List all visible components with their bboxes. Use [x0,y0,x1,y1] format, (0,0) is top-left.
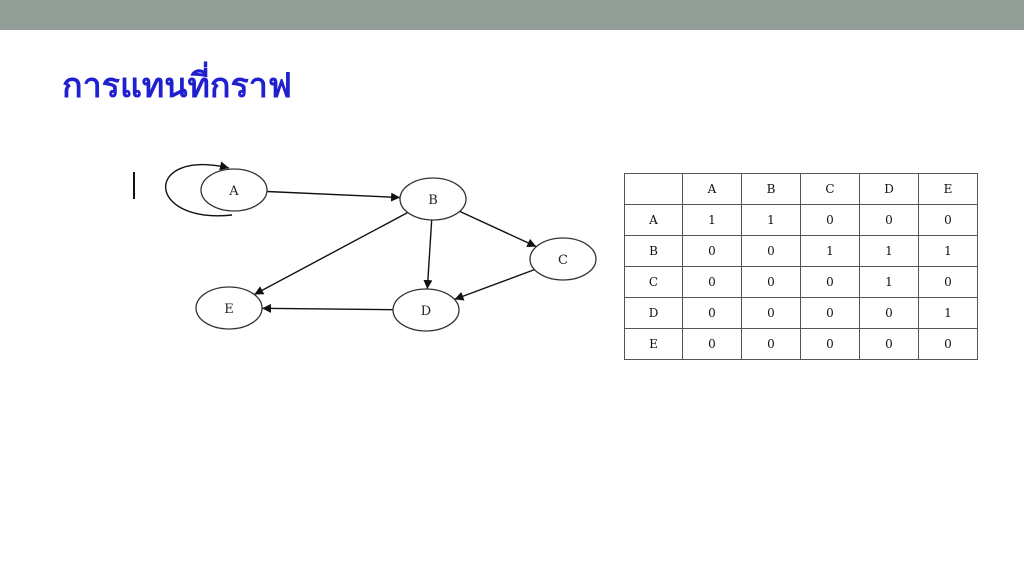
matrix-row: B 0 0 1 1 1 [624,235,978,267]
matrix-col-header: B [741,173,801,205]
matrix-cell: 0 [682,235,742,267]
slide-title: การแทนที่กราฟ [62,66,292,106]
node-b: B [399,177,467,221]
node-label: E [224,302,234,317]
matrix-cell: 1 [741,204,801,236]
matrix-cell: 0 [800,297,860,329]
matrix-cell: 0 [741,266,801,298]
node-label: B [428,193,438,208]
adjacency-matrix-table: A B C D E A 1 1 0 0 0 B 0 0 1 1 1 C 0 0 … [624,173,978,360]
edge-c-to-d [454,268,535,301]
matrix-row: A 1 1 0 0 0 [624,204,978,236]
matrix-cell: 1 [918,297,978,329]
node-d: D [392,288,460,332]
matrix-col-header: D [859,173,919,205]
matrix-cell: 0 [918,328,978,360]
edge-b-to-c [459,210,537,248]
matrix-header-row: A B C D E [624,173,978,205]
matrix-cell: 0 [918,204,978,236]
matrix-row-header: D [624,297,683,329]
matrix-row-header: E [624,328,683,360]
matrix-cell: 0 [741,328,801,360]
matrix-cell: 0 [918,266,978,298]
matrix-cell: 0 [800,266,860,298]
matrix-cell: 0 [859,297,919,329]
matrix-cell: 0 [741,297,801,329]
node-circle [200,168,268,212]
matrix-col-header: C [800,173,860,205]
node-label: A [228,184,239,199]
matrix-cell: 1 [682,204,742,236]
node-circle [392,288,460,332]
edge-b-to-d [423,219,433,290]
edge-b-to-e [253,211,409,296]
node-circle [399,177,467,221]
matrix-row: C 0 0 0 1 0 [624,266,978,298]
matrix-row-header: B [624,235,683,267]
node-label: C [558,253,568,268]
edge-a-to-b [266,190,401,202]
node-label: D [421,304,431,319]
matrix-cell: 0 [800,204,860,236]
top-bar [0,0,1024,30]
matrix-row-header: C [624,266,683,298]
node-e: E [195,286,263,330]
matrix-cell: 0 [682,266,742,298]
matrix-col-header: E [918,173,978,205]
node-a: A [200,168,268,212]
matrix-row-header: A [624,204,683,236]
edge-d-to-e [261,303,394,313]
matrix-row: E 0 0 0 0 0 [624,328,978,360]
node-circle [195,286,263,330]
matrix-cell: 0 [859,328,919,360]
matrix-cell: 0 [682,328,742,360]
matrix-cell: 1 [859,235,919,267]
matrix-cell: 0 [682,297,742,329]
text-cursor [133,172,135,199]
edge-self-loop-a [164,161,233,217]
node-circle [529,237,597,281]
matrix-cell: 1 [800,235,860,267]
matrix-cell: 0 [741,235,801,267]
matrix-cell: 0 [859,204,919,236]
matrix-corner-cell [624,173,683,205]
matrix-cell: 1 [859,266,919,298]
matrix-cell: 0 [800,328,860,360]
matrix-cell: 1 [918,235,978,267]
matrix-col-header: A [682,173,742,205]
matrix-row: D 0 0 0 0 1 [624,297,978,329]
node-c: C [529,237,597,281]
